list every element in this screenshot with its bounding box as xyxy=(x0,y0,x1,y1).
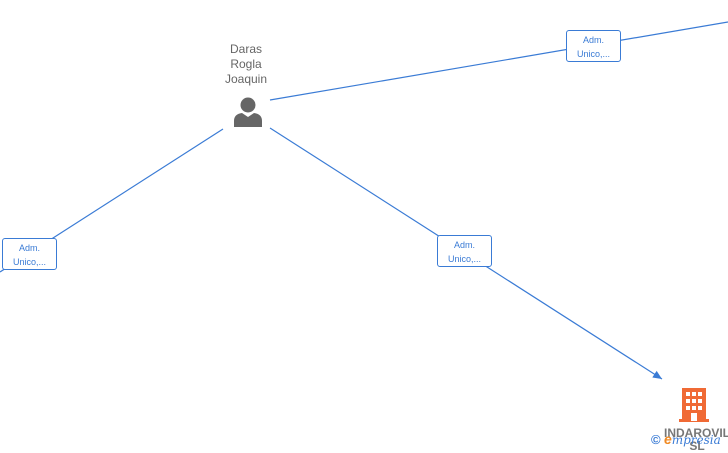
edge-label-middle-line-2: Unico,... xyxy=(447,254,481,264)
brand-initial: e xyxy=(663,431,672,447)
person-name-line-2: Rogla xyxy=(230,57,262,71)
edge-label-middle[interactable]: Adm. Unico,... xyxy=(437,235,492,267)
empresia-watermark: © empresia xyxy=(651,430,721,448)
edge-label-left[interactable]: Adm. Unico,... xyxy=(2,238,57,270)
person-name-line-3: Joaquin xyxy=(224,72,268,86)
person-name-line-1: Daras xyxy=(229,42,262,56)
edge-line-top xyxy=(269,21,728,101)
company-name[interactable]: INDAROVIL SL xyxy=(652,427,728,453)
company-name-line-2: SL xyxy=(689,439,705,453)
brand-rest: mpresia xyxy=(671,433,721,447)
building-icon[interactable] xyxy=(678,386,710,422)
company-name-line-1: INDAROVIL xyxy=(664,426,728,440)
copyright-symbol: © xyxy=(651,432,661,447)
edge-label-left-line-2: Unico,... xyxy=(12,257,46,267)
edge-label-top-line-2: Unico,... xyxy=(576,49,610,59)
edge-label-left-line-1: Adm. xyxy=(18,243,40,253)
edge-label-top-line-1: Adm. xyxy=(582,35,604,45)
person-name[interactable]: Daras Rogla Joaquin xyxy=(196,42,296,87)
person-icon[interactable] xyxy=(231,96,265,128)
edge-label-top[interactable]: Adm. Unico,... xyxy=(566,30,621,62)
edge-label-middle-line-1: Adm. xyxy=(453,240,475,250)
